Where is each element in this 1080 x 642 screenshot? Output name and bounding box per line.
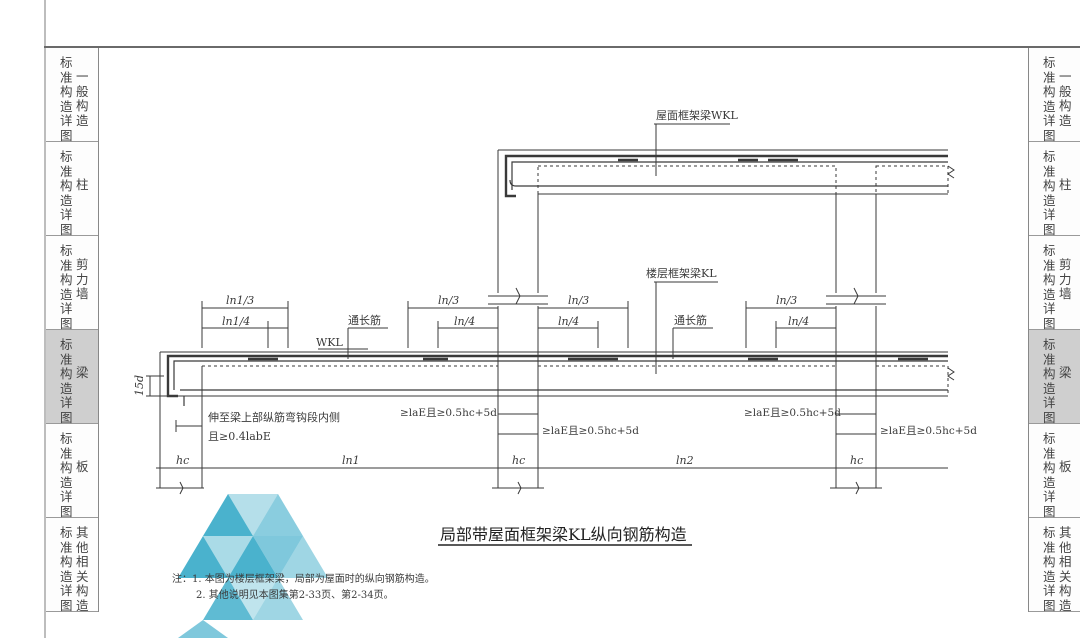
floor-beam-kl <box>159 306 955 488</box>
tab-side-label: 其他相关构造 <box>1059 525 1072 613</box>
anchorage-dimensions <box>175 413 876 435</box>
tab-general[interactable]: 标准构造详图一般构造 <box>46 48 98 142</box>
dim-ln1: ln1 <box>342 454 360 467</box>
tab-main-label: 标准构造详图 <box>60 243 73 331</box>
tab-side-label: 柱 <box>1059 177 1072 192</box>
column-break-2 <box>826 287 886 305</box>
note-line-2: 2. 其他说明见本图集第2-33页、第2-34页。 <box>196 588 394 601</box>
tab-slab[interactable]: 标准构造详图板 <box>46 424 98 518</box>
anchor-length: ≥laE且≥0.5hc+5d <box>744 407 841 419</box>
tab-beam[interactable]: 标准构造详图梁 <box>1029 330 1080 424</box>
dim-ln-quarter: ln/4 <box>454 315 475 328</box>
frame-top-border <box>44 46 1080 48</box>
rebar-detail-drawing: 屋面框架梁WKL 楼层框架梁KL WKL 通长筋 通长筋 ln1/3 ln1/4… <box>133 108 977 638</box>
tab-column[interactable]: 标准构造详图柱 <box>46 142 98 236</box>
sidebar-right: 标准构造详图一般构造 标准构造详图柱 标准构造详图剪力墙 标准构造详图梁 标准构… <box>1028 48 1080 612</box>
anchor-length: ≥laE且≥0.5hc+5d <box>880 425 977 437</box>
figure-title: 局部带屋面框架梁KL纵向钢筋构造 <box>440 525 687 544</box>
tab-main-label: 标准构造详图 <box>1043 431 1056 519</box>
tab-slab[interactable]: 标准构造详图板 <box>1029 424 1080 518</box>
tab-general[interactable]: 标准构造详图一般构造 <box>1029 48 1080 142</box>
tab-side-label: 剪力墙 <box>1059 257 1072 301</box>
watermark-logo <box>178 494 328 638</box>
sidebar-left: 标准构造详图一般构造 标准构造详图柱 标准构造详图剪力墙 标准构造详图梁 标准构… <box>46 48 99 612</box>
dim-ln-third: ln/3 <box>776 294 797 307</box>
anchor-length: ≥laE且≥0.5hc+5d <box>542 425 639 437</box>
label-wkl: WKL <box>316 336 344 349</box>
tab-other[interactable]: 标准构造详图其他相关构造 <box>46 518 98 612</box>
column-break-1 <box>488 287 548 305</box>
tab-main-label: 标准构造详图 <box>1043 149 1056 237</box>
tab-side-label: 梁 <box>76 365 89 380</box>
tab-main-label: 标准构造详图 <box>60 149 73 237</box>
note-extend-line1: 伸至梁上部纵筋弯钩段内侧 <box>208 410 340 424</box>
note-line-1: 注：1. 本图为楼层框架梁，局部为屋面时的纵向钢筋构造。 <box>172 572 435 585</box>
tab-main-label: 标准构造详图 <box>1043 337 1056 425</box>
dim-hc: hc <box>176 454 189 467</box>
tab-shear-wall[interactable]: 标准构造详图剪力墙 <box>1029 236 1080 330</box>
tab-column[interactable]: 标准构造详图柱 <box>1029 142 1080 236</box>
tab-side-label: 其他相关构造 <box>76 525 89 613</box>
tab-side-label: 剪力墙 <box>76 257 89 301</box>
tab-side-label: 板 <box>1059 459 1072 474</box>
tab-beam[interactable]: 标准构造详图梁 <box>46 330 98 424</box>
top-dimensions <box>201 301 836 348</box>
tab-side-label: 柱 <box>76 177 89 192</box>
label-through-bar-left: 通长筋 <box>348 313 381 327</box>
dim-ln-quarter: ln/4 <box>558 315 579 328</box>
tab-main-label: 标准构造详图 <box>1043 55 1056 143</box>
dim-ln2: ln2 <box>676 454 694 467</box>
drawing-area: 屋面框架梁WKL 楼层框架梁KL WKL 通长筋 通长筋 ln1/3 ln1/4… <box>98 48 1028 638</box>
dim-15d: 15d <box>133 375 146 396</box>
note-extend-line2: 且≥0.4labE <box>208 430 271 443</box>
label-roof-beam: 屋面框架梁WKL <box>656 108 739 122</box>
dim-ln-quarter: ln/4 <box>788 315 809 328</box>
bottom-dimensions <box>156 460 948 495</box>
label-through-bar-right: 通长筋 <box>674 313 707 327</box>
tab-side-label: 板 <box>76 459 89 474</box>
label-floor-beam: 楼层框架梁KL <box>646 266 717 280</box>
tab-shear-wall[interactable]: 标准构造详图剪力墙 <box>46 236 98 330</box>
tab-main-label: 标准构造详图 <box>60 55 73 143</box>
tab-main-label: 标准构造详图 <box>60 431 73 519</box>
tab-main-label: 标准构造详图 <box>1043 243 1056 331</box>
dim-ln-third: ln/3 <box>438 294 459 307</box>
tab-side-label: 一般构造 <box>76 69 89 128</box>
tab-main-label: 标准构造详图 <box>60 525 73 613</box>
tab-main-label: 标准构造详图 <box>1043 525 1056 613</box>
dim-ln-third: ln/3 <box>568 294 589 307</box>
dim-ln1-third: ln1/3 <box>226 294 254 307</box>
page-edge-line <box>44 0 46 638</box>
anchor-length: ≥laE且≥0.5hc+5d <box>400 407 497 419</box>
tab-side-label: 一般构造 <box>1059 69 1072 128</box>
tab-other[interactable]: 标准构造详图其他相关构造 <box>1029 518 1080 612</box>
dim-ln1-quarter: ln1/4 <box>222 315 250 328</box>
roof-beam-wkl <box>497 149 955 293</box>
tab-side-label: 梁 <box>1059 365 1072 380</box>
dim-hc: hc <box>512 454 525 467</box>
dim-hc: hc <box>850 454 863 467</box>
tab-main-label: 标准构造详图 <box>60 337 73 425</box>
